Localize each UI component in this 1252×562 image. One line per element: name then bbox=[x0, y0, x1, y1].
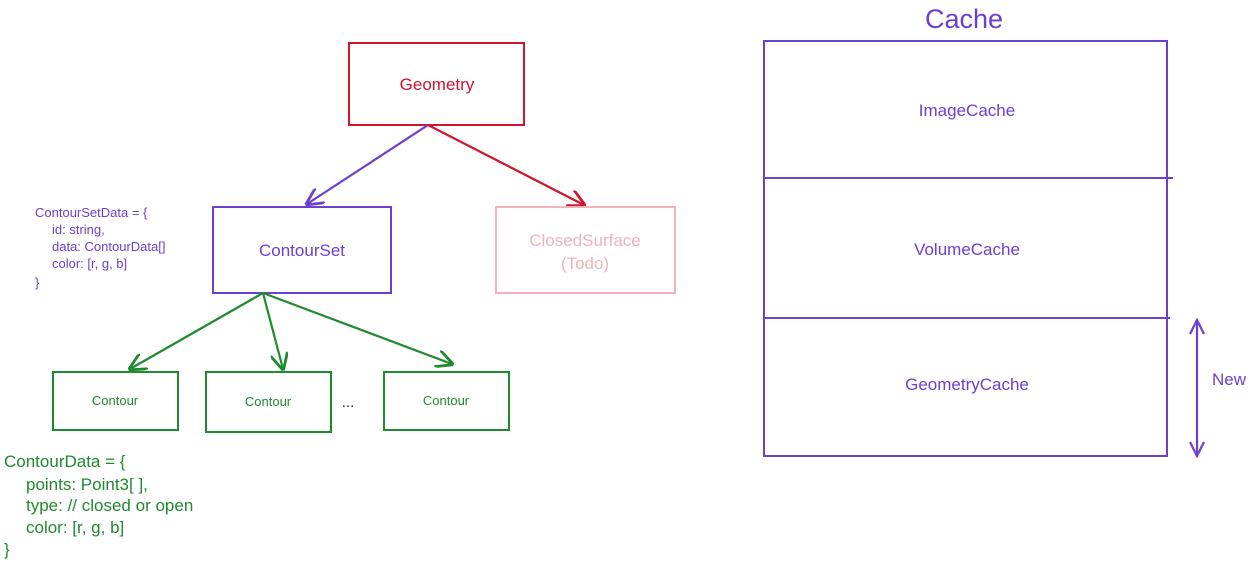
contourset-data-line: color: [r, g, b] bbox=[52, 256, 127, 271]
closedsurface-todo-label: (Todo) bbox=[561, 254, 609, 273]
contour-data-line: points: Point3[ ], bbox=[26, 475, 148, 494]
contour-data-annotation: ContourData = { points: Point3[ ], type:… bbox=[4, 452, 193, 559]
new-range-arrow bbox=[1189, 317, 1205, 459]
closedsurface-label: ClosedSurface bbox=[529, 231, 641, 250]
arrow-contourset-to-contour-3 bbox=[262, 291, 452, 364]
contour-label-2: Contour bbox=[245, 394, 292, 409]
contour-data-line: type: // closed or open bbox=[26, 496, 193, 515]
cache-stack: ImageCache VolumeCache GeometryCache bbox=[763, 40, 1173, 457]
contourset-data-line: data: ContourData[] bbox=[52, 239, 165, 254]
contour-label-3: Contour bbox=[423, 393, 470, 408]
cache-title: Cache bbox=[925, 4, 1003, 34]
contour-node-3: Contour bbox=[383, 371, 510, 431]
image-cache-label: ImageCache bbox=[919, 101, 1015, 120]
contour-data-line: } bbox=[4, 540, 10, 559]
closedsurface-node: ClosedSurface (Todo) bbox=[495, 206, 676, 294]
contourset-label: ContourSet bbox=[259, 241, 345, 260]
arrow-contourset-to-contour-2 bbox=[261, 292, 283, 369]
arrow-contourset-to-contour-1 bbox=[130, 292, 264, 369]
arrow-geometry-to-closedsurface bbox=[427, 124, 584, 205]
contour-node-2: Contour bbox=[205, 371, 332, 433]
geometry-node: Geometry bbox=[348, 42, 525, 126]
volume-cache-label: VolumeCache bbox=[914, 240, 1020, 259]
geometry-cache-label: GeometryCache bbox=[905, 375, 1029, 394]
contourset-data-line: id: string, bbox=[52, 222, 105, 237]
contour-label-1: Contour bbox=[92, 393, 139, 408]
contour-ellipsis: ... bbox=[342, 394, 355, 411]
contourset-data-line: ContourSetData = { bbox=[35, 205, 148, 220]
contourset-data-annotation: ContourSetData = { id: string, data: Con… bbox=[35, 205, 165, 290]
new-label: New bbox=[1212, 370, 1247, 389]
contourset-node: ContourSet bbox=[212, 206, 392, 294]
geometry-label: Geometry bbox=[400, 75, 475, 94]
arrow-geometry-to-contourset bbox=[307, 124, 429, 204]
contourset-data-line: } bbox=[35, 275, 40, 290]
contour-data-line: color: [r, g, b] bbox=[26, 518, 124, 537]
contour-data-line: ContourData = { bbox=[4, 452, 126, 471]
contour-node-1: Contour bbox=[52, 371, 179, 431]
